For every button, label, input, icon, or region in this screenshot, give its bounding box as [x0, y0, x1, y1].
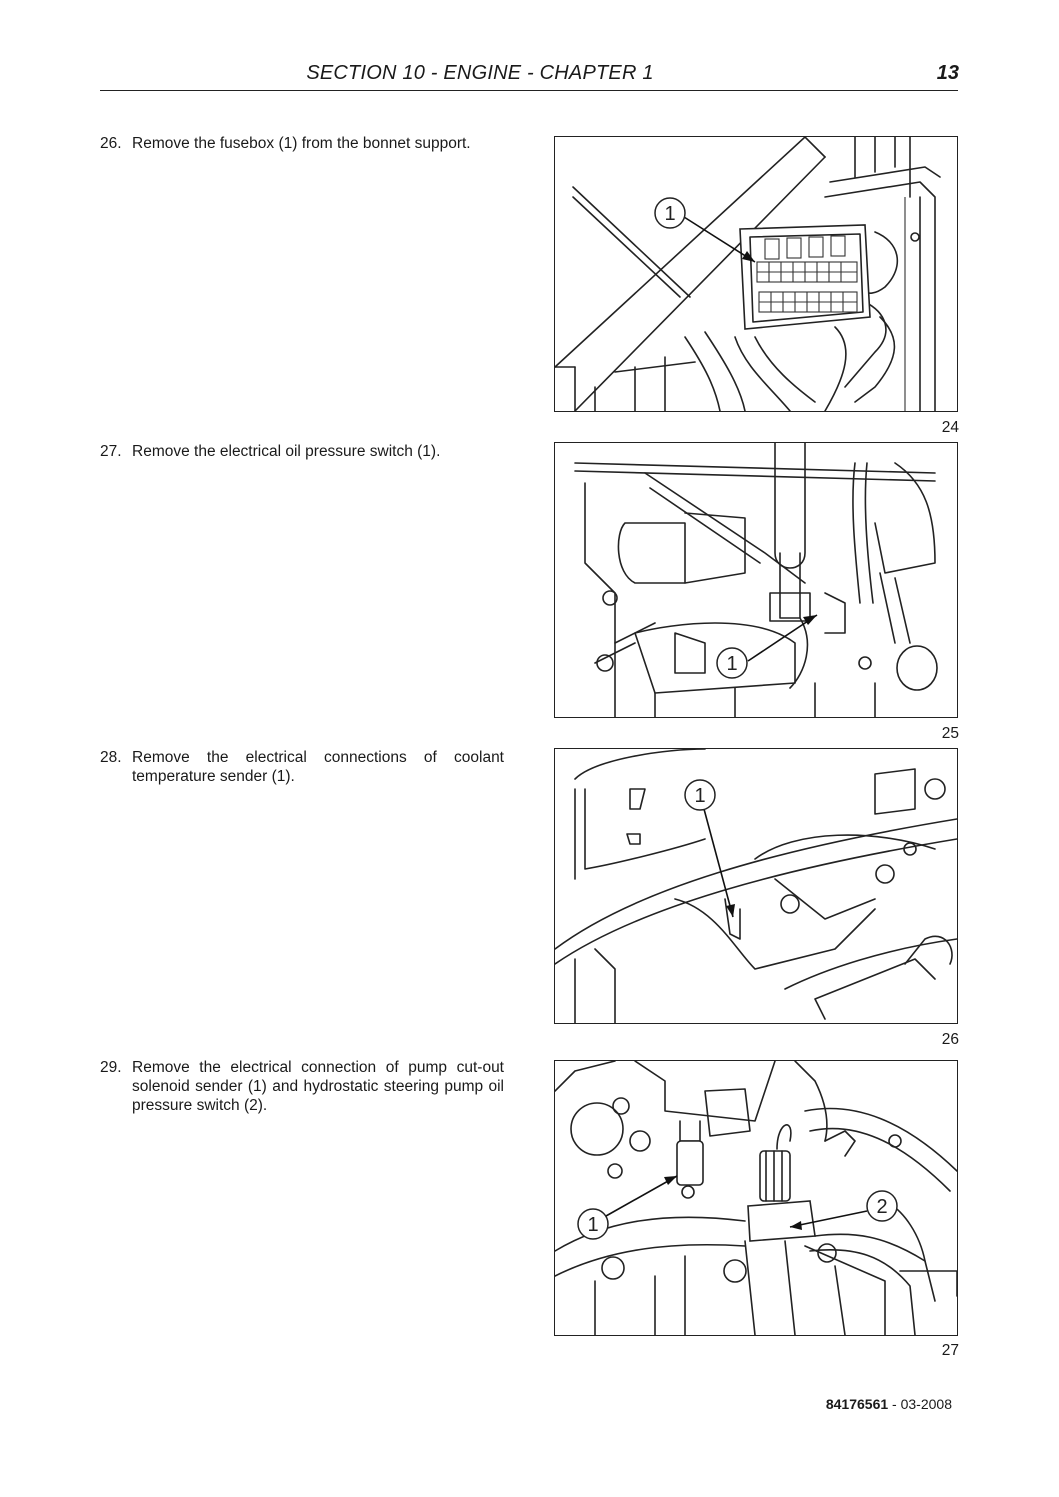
figure-number: 24 [941, 419, 959, 436]
step-27: 27. Remove the electrical oil pressure s… [100, 442, 504, 461]
document-date: 03-2008 [900, 1396, 952, 1412]
coolant-sender-illustration: 1 [555, 749, 957, 1023]
callout-1: 1 [694, 785, 705, 807]
step-text: Remove the electrical connections of coo… [132, 749, 504, 785]
figure-pump-solenoid: 1 2 [554, 1060, 958, 1336]
step-28: 28. Remove the electrical connections of… [100, 748, 504, 786]
oil-pressure-switch-illustration: 1 [574, 443, 938, 717]
section-title: SECTION 10 - ENGINE - CHAPTER 1 [306, 62, 654, 84]
step-number: 26. [100, 135, 122, 152]
figure-fusebox: 1 [554, 136, 958, 412]
step-number: 29. [100, 1059, 122, 1076]
footer-separator: - [892, 1396, 897, 1412]
document-number: 84176561 [825, 1396, 889, 1412]
callout-1: 1 [664, 203, 675, 225]
page-footer: 84176561 - 03-2008 [826, 1396, 952, 1412]
callout-1: 1 [587, 1214, 598, 1236]
step-text: Remove the electrical connection of pump… [132, 1059, 504, 1114]
fusebox-illustration: 1 [555, 137, 941, 411]
step-number: 27. [100, 443, 122, 460]
figure-number: 27 [941, 1342, 959, 1359]
step-text: Remove the electrical oil pressure switc… [132, 443, 441, 460]
page-number: 13 [936, 62, 959, 84]
figure-number: 26 [941, 1031, 959, 1048]
figure-number: 25 [941, 725, 959, 742]
header-divider [100, 90, 958, 91]
step-29: 29. Remove the electrical connection of … [100, 1058, 504, 1115]
pump-solenoid-illustration: 1 2 [555, 1061, 957, 1335]
figure-oil-pressure-switch: 1 [554, 442, 958, 718]
step-number: 28. [100, 749, 122, 766]
step-26: 26. Remove the fusebox (1) from the bonn… [100, 134, 504, 153]
figure-coolant-sender: 1 [554, 748, 958, 1024]
callout-1: 1 [726, 653, 737, 675]
callout-2: 2 [876, 1196, 887, 1218]
step-text: Remove the fusebox (1) from the bonnet s… [132, 135, 471, 152]
